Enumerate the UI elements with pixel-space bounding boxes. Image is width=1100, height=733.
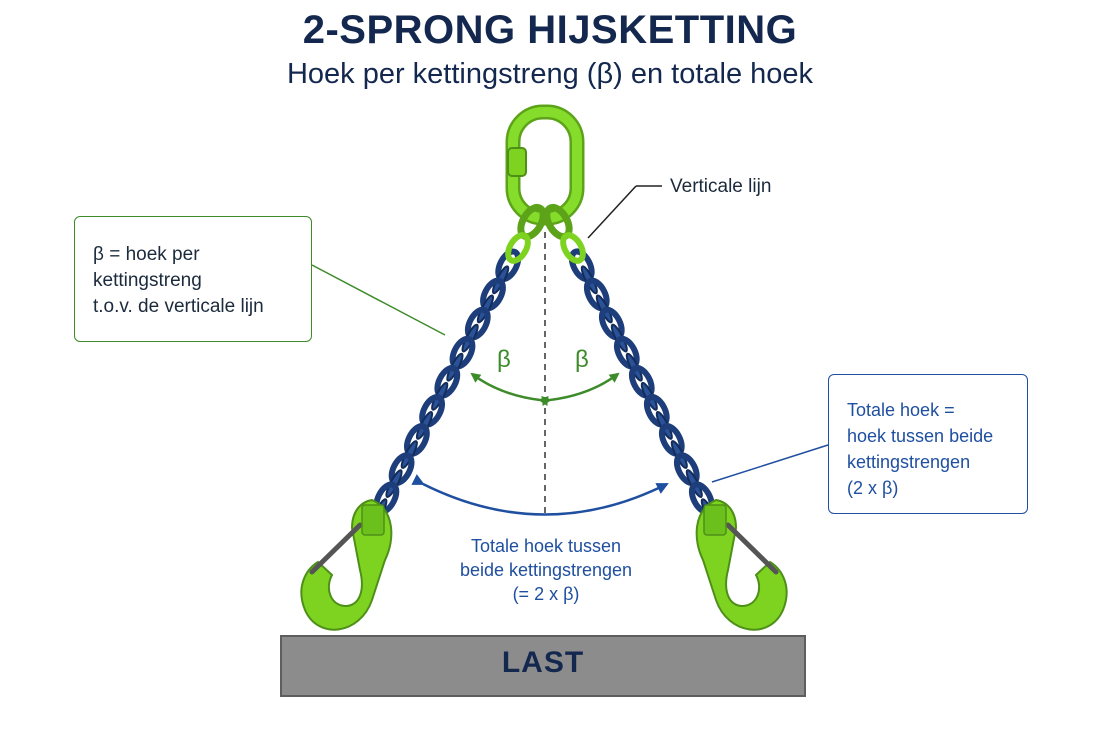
total-angle-caption: Totale hoek tussen beide kettingstrengen… (430, 534, 662, 606)
load-label: LAST (501, 646, 585, 679)
total-angle-box: Totale hoek = hoek tussen beide kettings… (828, 374, 1028, 514)
total-caption-line-3: (= 2 x β) (512, 584, 580, 604)
beta-box-line-1: β = hoek per (93, 244, 200, 265)
beta-box-line-3: t.o.v. de verticale lijn (93, 296, 264, 317)
beta-box-leader (311, 264, 446, 336)
left-chain-leg (370, 248, 522, 528)
beta-arc-right (541, 372, 620, 406)
page-title: 2-SPRONG HIJSKETTING (302, 8, 798, 52)
right-chain-leg (568, 248, 718, 528)
right-hook (695, 498, 788, 631)
load-block (280, 635, 806, 697)
left-hook (300, 498, 393, 631)
page-subtitle: Hoek per kettingstreng (β) en totale hoe… (286, 58, 814, 90)
beta-label-right: β (575, 346, 589, 373)
total-box-leader (711, 444, 829, 483)
total-caption-line-2: beide kettingstrengen (459, 560, 633, 580)
vertical-line-label: Verticale lijn (670, 176, 772, 197)
vertical-label-leader (587, 185, 637, 239)
master-link (505, 104, 585, 226)
total-box-line-3: kettingstrengen (847, 452, 971, 472)
total-box-line-1: Totale hoek = (847, 400, 955, 420)
total-box-line-2: hoek tussen beide (847, 426, 994, 446)
intermediate-links (505, 203, 586, 264)
beta-arc-left (470, 372, 549, 406)
beta-box-line-2: kettingstreng (93, 270, 202, 291)
total-caption-line-1: Totale hoek tussen (470, 536, 622, 556)
total-box-line-4: (2 x β) (847, 478, 899, 498)
beta-definition-box: β = hoek per kettingstreng t.o.v. de ver… (74, 216, 312, 342)
total-angle-arc (411, 474, 669, 516)
beta-label-left: β (497, 346, 511, 373)
